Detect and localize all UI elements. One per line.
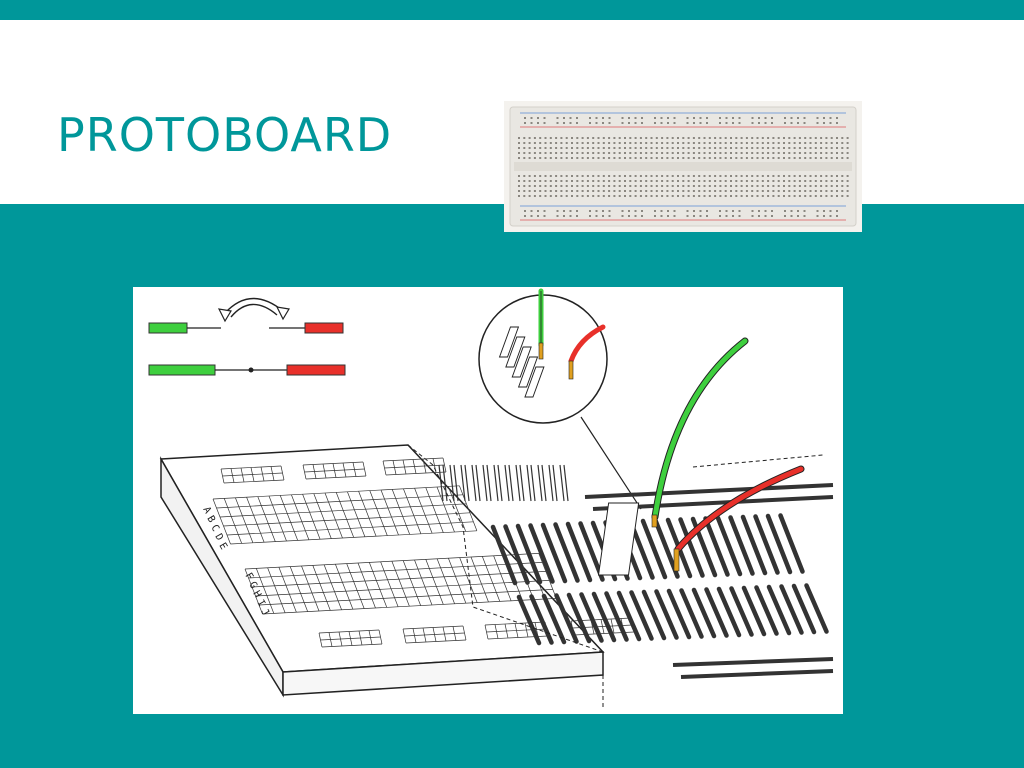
inserted-wires: [597, 337, 805, 576]
row-letter-i: I: [254, 598, 267, 609]
top-strip: [0, 0, 1024, 20]
row-letter-b: B: [204, 514, 217, 525]
top-power-rail: [524, 117, 838, 124]
row-letter-d: D: [212, 532, 225, 543]
breadboard-photo-drawing: [504, 101, 862, 232]
photo-tie-points: [518, 137, 849, 197]
row-letter-f: F: [242, 571, 255, 582]
row-letter-h: H: [250, 589, 263, 600]
row-letter-g: G: [246, 580, 259, 591]
green-wire-end-legend-bottom: [148, 364, 216, 376]
slide-title: PROTOBOARD: [57, 108, 393, 162]
red-wire-end-legend-top: [304, 322, 344, 334]
row-letter-a: A: [200, 505, 213, 516]
green-wire-end-legend-top: [148, 322, 188, 334]
junction-dot-icon: [248, 367, 254, 373]
breadboard-photo: [504, 101, 862, 232]
row-letters: A B C D E F G H I J: [200, 505, 271, 618]
zoom-inset: [478, 288, 642, 510]
red-wire-end-legend-bottom: [286, 364, 346, 376]
row-letter-c: C: [208, 523, 221, 534]
metal-contact-strips: [438, 464, 834, 679]
breadboard-body: [159, 444, 834, 707]
inset-spring-clips: [498, 326, 545, 398]
breadboard-diagram-drawing: A B C D E F G H I J: [148, 288, 834, 707]
swap-arrow-icon: [224, 297, 284, 314]
breadboard-diagram: A B C D E F G H I J: [133, 287, 843, 714]
bottom-power-rail: [524, 210, 838, 217]
row-letter-e: E: [216, 541, 229, 552]
connection-legend: [148, 297, 346, 376]
row-letter-j: J: [258, 607, 271, 618]
